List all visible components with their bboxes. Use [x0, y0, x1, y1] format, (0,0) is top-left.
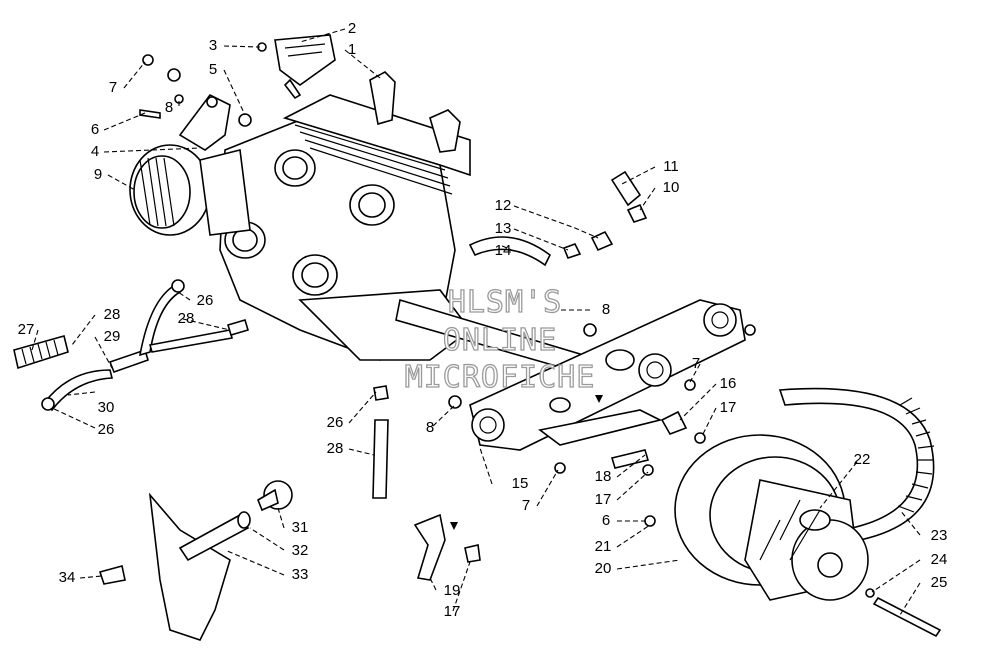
engine-block: [219, 71, 601, 380]
callout-7: 7: [109, 79, 117, 96]
callout-4: 4: [91, 143, 99, 160]
callout-28: 28: [104, 306, 121, 323]
throttle-body-part: [257, 34, 336, 100]
callout-7: 7: [692, 355, 700, 372]
callout-18: 18: [595, 468, 612, 485]
callout-20: 20: [595, 560, 612, 577]
small-bracket: [413, 513, 481, 581]
callout-8: 8: [426, 419, 434, 436]
direction-markers: [450, 395, 603, 530]
callout-25: 25: [931, 574, 948, 591]
callout-26: 26: [98, 421, 115, 438]
front-mount-plate: [98, 480, 293, 641]
callout-24: 24: [931, 551, 948, 568]
callout-28: 28: [178, 310, 195, 327]
callout-23: 23: [931, 527, 948, 544]
callout-7: 7: [522, 497, 530, 514]
callout-26: 26: [197, 292, 214, 309]
leader-lines: [31, 28, 921, 616]
vertical-hose: [372, 385, 389, 499]
callout-8: 8: [165, 99, 173, 116]
callout-32: 32: [292, 542, 309, 559]
callout-15: 15: [512, 475, 529, 492]
callout-17: 17: [444, 603, 461, 620]
watermark: HLSM'S ONLINE MICROFICHE: [404, 284, 596, 395]
callout-2: 2: [348, 20, 356, 37]
tension-bracket: [610, 410, 706, 476]
callout-5: 5: [209, 61, 217, 78]
callout-19: 19: [444, 582, 461, 599]
callout-14: 14: [495, 242, 512, 259]
callout-31: 31: [292, 519, 309, 536]
callout-1: 1: [348, 41, 356, 58]
watermark-line-1: HLSM'S: [448, 285, 562, 320]
chaincase-plate: [448, 299, 756, 474]
callout-10: 10: [663, 179, 680, 196]
callout-27: 27: [18, 321, 35, 338]
engine-mount-bracket: [139, 54, 252, 151]
recoil-starter: [129, 144, 251, 236]
watermark-line-2: ONLINE: [443, 323, 557, 358]
callout-16: 16: [720, 375, 737, 392]
callout-33: 33: [292, 566, 309, 583]
fuel-hose-assembly: [468, 170, 648, 267]
callout-6: 6: [91, 121, 99, 138]
callout-34: 34: [59, 569, 76, 586]
callout-26: 26: [327, 414, 344, 431]
callout-numbers: 2 1 3 5 7 8 6 4 9 11 10 12 13 14 26 28 2…: [18, 20, 948, 620]
callout-3: 3: [209, 37, 217, 54]
callout-21: 21: [595, 538, 612, 555]
callout-30: 30: [98, 399, 115, 416]
coolant-hose-assembly: [13, 279, 249, 412]
callout-28: 28: [327, 440, 344, 457]
callout-6: 6: [602, 512, 610, 529]
callout-22: 22: [854, 451, 871, 468]
callout-8: 8: [602, 301, 610, 318]
callout-17: 17: [595, 491, 612, 508]
drive-clutch: [644, 434, 942, 638]
callout-11: 11: [663, 158, 679, 175]
callout-29: 29: [104, 328, 121, 345]
watermark-line-3: MICROFICHE: [405, 360, 596, 395]
callout-17: 17: [720, 399, 737, 416]
callout-9: 9: [94, 166, 102, 183]
callout-12: 12: [495, 197, 512, 214]
callout-13: 13: [495, 220, 512, 237]
